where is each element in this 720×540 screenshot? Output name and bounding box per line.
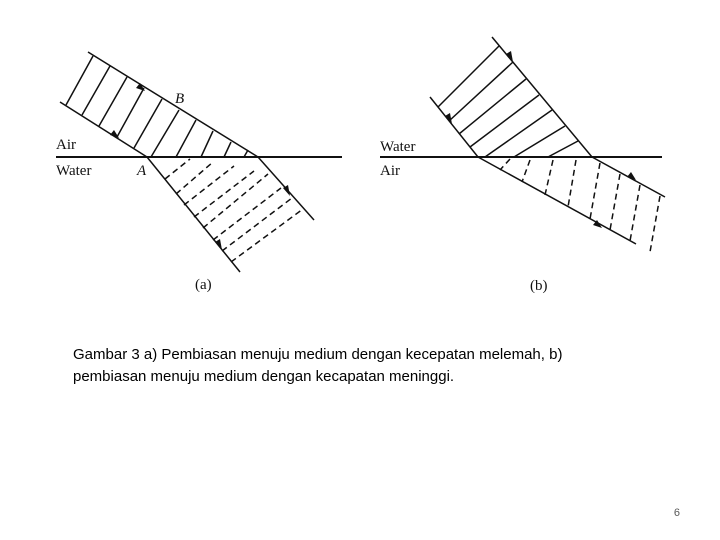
panel-a-arrow-icon: [215, 239, 222, 250]
panel-b-arrow-icon: [506, 51, 513, 62]
panel-b-top-medium-label: Water: [380, 139, 415, 155]
panel-b-incident-wavefronts: [437, 45, 579, 158]
panel-a-refracted-ray-left: [146, 156, 241, 273]
figure-caption: Gambar 3 a) Pembiasan menuju medium deng…: [73, 344, 673, 388]
panel-a-diagram: Air Water A B (a): [56, 51, 342, 293]
panel-b-diagram: Water Air (b): [380, 36, 666, 294]
refraction-figure: Air Water A B (a): [56, 36, 666, 294]
page-number: 6: [673, 507, 680, 519]
panel-a-arrow-icon: [110, 130, 119, 138]
panel-a-incident-wavefronts: [65, 55, 249, 158]
panel-a-point-b-label: B: [175, 91, 184, 107]
caption-line-2: pembiasan menuju medium dengan kecapatan…: [73, 368, 455, 385]
caption-line-1: Gambar 3 a) Pembiasan menuju medium deng…: [73, 346, 563, 363]
panel-b-arrow-icon: [445, 113, 452, 124]
panel-a-point-a-label: A: [136, 163, 147, 179]
panel-a-top-medium-label: Air: [56, 137, 76, 153]
panel-a-caption-label: (a): [195, 277, 212, 293]
panel-a-arrow-icon: [283, 185, 290, 196]
panel-b-incident-ray-left: [429, 96, 479, 158]
panel-b-caption-label: (b): [530, 278, 548, 294]
panel-b-refracted-ray-lower: [477, 156, 637, 245]
panel-a-arrow-icon: [136, 83, 145, 91]
panel-b-arrow-icon: [593, 220, 602, 228]
panel-a-bottom-medium-label: Water: [56, 163, 91, 179]
panel-a-refracted-wavefronts: [164, 158, 304, 263]
panel-b-arrow-icon: [627, 172, 636, 180]
panel-b-refracted-wavefronts: [499, 158, 661, 253]
panel-a-incident-ray-upper: [87, 51, 259, 158]
panel-b-bottom-medium-label: Air: [380, 163, 400, 179]
panel-a-incident-ray-lower: [59, 101, 148, 158]
